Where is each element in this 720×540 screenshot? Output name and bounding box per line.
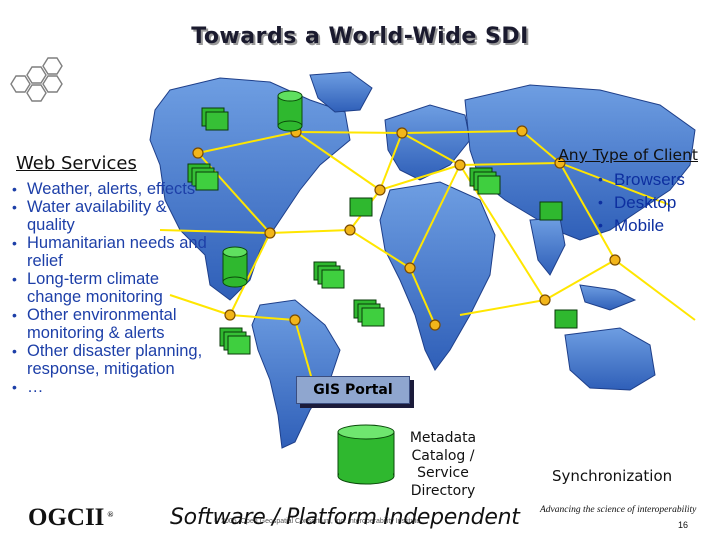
greenland-shape — [309, 71, 373, 113]
slide-title: Towards a World-Wide SDI — [191, 24, 529, 49]
hexagon-logo-icon — [10, 57, 63, 102]
south-america-shape — [251, 299, 341, 449]
client-item: Browsers — [598, 168, 685, 191]
ogc-logo-text: OGCII — [28, 504, 105, 531]
client-list: Browsers Desktop Mobile — [598, 168, 685, 237]
web-service-item: Weather, alerts, effects — [12, 180, 212, 198]
web-services-heading: Web Services — [16, 153, 137, 174]
web-service-item: Other environmental monitoring & alerts — [12, 306, 212, 342]
gis-portal-box: GIS Portal — [296, 376, 410, 404]
africa-shape — [379, 181, 496, 371]
server-cylinders — [222, 90, 303, 288]
india-shape — [529, 217, 566, 276]
metadata-line: Metadata — [409, 430, 477, 446]
tagline: Software / Platform Independent — [170, 505, 520, 530]
indonesia-shape — [579, 284, 637, 311]
ogc-logo: OGCII® — [28, 504, 113, 532]
web-services-list: Weather, alerts, effects Water availabil… — [12, 180, 212, 396]
synchronization-label: Synchronization — [552, 467, 673, 485]
client-workstations — [187, 107, 578, 355]
advancing-tagline: Advancing the science of interoperabilit… — [540, 505, 697, 515]
client-item: Mobile — [598, 214, 685, 237]
client-heading: Any Type of Client — [558, 146, 698, 164]
web-service-item: Other disaster planning, response, mitig… — [12, 342, 212, 378]
registered-mark: ® — [107, 510, 114, 519]
metadata-catalog-label: Metadata Catalog / Service Directory — [400, 430, 486, 500]
metadata-line: Directory — [410, 482, 476, 499]
metadata-line: Service — [417, 465, 469, 481]
metadata-line: Catalog / — [411, 447, 475, 464]
footer-fine-print: © 2005, Open Geospatial Consortium, Inc.… — [214, 518, 421, 525]
web-service-item: Water availability & quality — [12, 198, 212, 234]
metadata-database-icon — [337, 424, 395, 485]
australia-shape — [564, 327, 656, 391]
network-nodes — [192, 125, 621, 331]
client-item: Desktop — [598, 191, 685, 214]
web-service-item: … — [12, 378, 212, 396]
page-number: 16 — [678, 520, 689, 530]
web-service-item: Long-term climate change monitoring — [12, 270, 212, 306]
web-service-item: Humanitarian needs and relief — [12, 234, 212, 270]
